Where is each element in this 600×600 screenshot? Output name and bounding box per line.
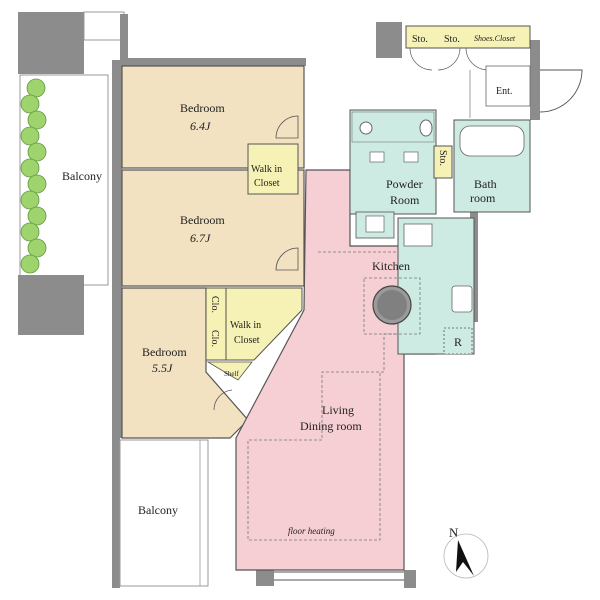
planter-greenery [20,78,47,274]
floor-heating-label: floor heating [288,526,335,536]
walkin-1-line2: Closet [254,178,280,189]
bedroom-1-name: Bedroom [180,101,225,115]
clo-1: Clo. [209,296,220,313]
bedroom-2-name: Bedroom [180,213,225,227]
powder-line1: Powder [386,177,423,191]
kitchen: R Kitchen [363,217,475,355]
living-line1: Living [322,403,354,417]
closets-clo: Clo. Clo. Shelf [205,287,253,381]
sto-top-2: Sto. [444,34,460,45]
walkin-2-line1: Walk in [230,320,261,331]
walkin-1-line1: Walk in [251,164,282,175]
kitchen-label: Kitchen [372,259,410,273]
powder-line2: Room [390,193,420,207]
bath-line2: room [470,191,496,205]
entrance-label: Ent. [496,86,512,97]
north-compass: N [443,525,489,579]
bottom-balcony: Balcony [119,439,404,587]
walkin-2-line2: Closet [234,335,260,346]
balcony-left-label: Balcony [62,169,102,183]
sto-vertical-label: Sto. [437,150,448,166]
compass-label: N [449,525,459,540]
bedroom-3-name: Bedroom [142,345,187,359]
bedroom-2-size: 6.7J [190,231,211,245]
bath-line1: Bath [474,177,497,191]
sto-top-1: Sto. [412,34,428,45]
walkin-closet-1: Walk in Closet [247,143,299,195]
storage-vertical: Sto. [433,145,453,179]
living-line2: Dining room [300,419,362,433]
entrance-area: Sto. Sto. Shoes.Closet Ent. [405,25,583,118]
powder-room: Powder Room [349,109,437,239]
refrigerator-label: R [454,335,462,349]
bedroom-1-size: 6.4J [190,119,211,133]
bedroom-3: Bedroom 5.5J [121,287,249,439]
clo-2: Clo. [209,330,220,347]
left-balcony: Balcony [18,11,125,335]
north-arrow-icon [456,540,474,576]
balcony-bottom-label: Balcony [138,503,178,517]
bedroom-3-size: 5.5J [152,361,173,375]
shoes-closet-label: Shoes.Closet [474,34,516,43]
shelf-label: Shelf [224,370,239,378]
bathroom: Bath room [453,119,531,213]
